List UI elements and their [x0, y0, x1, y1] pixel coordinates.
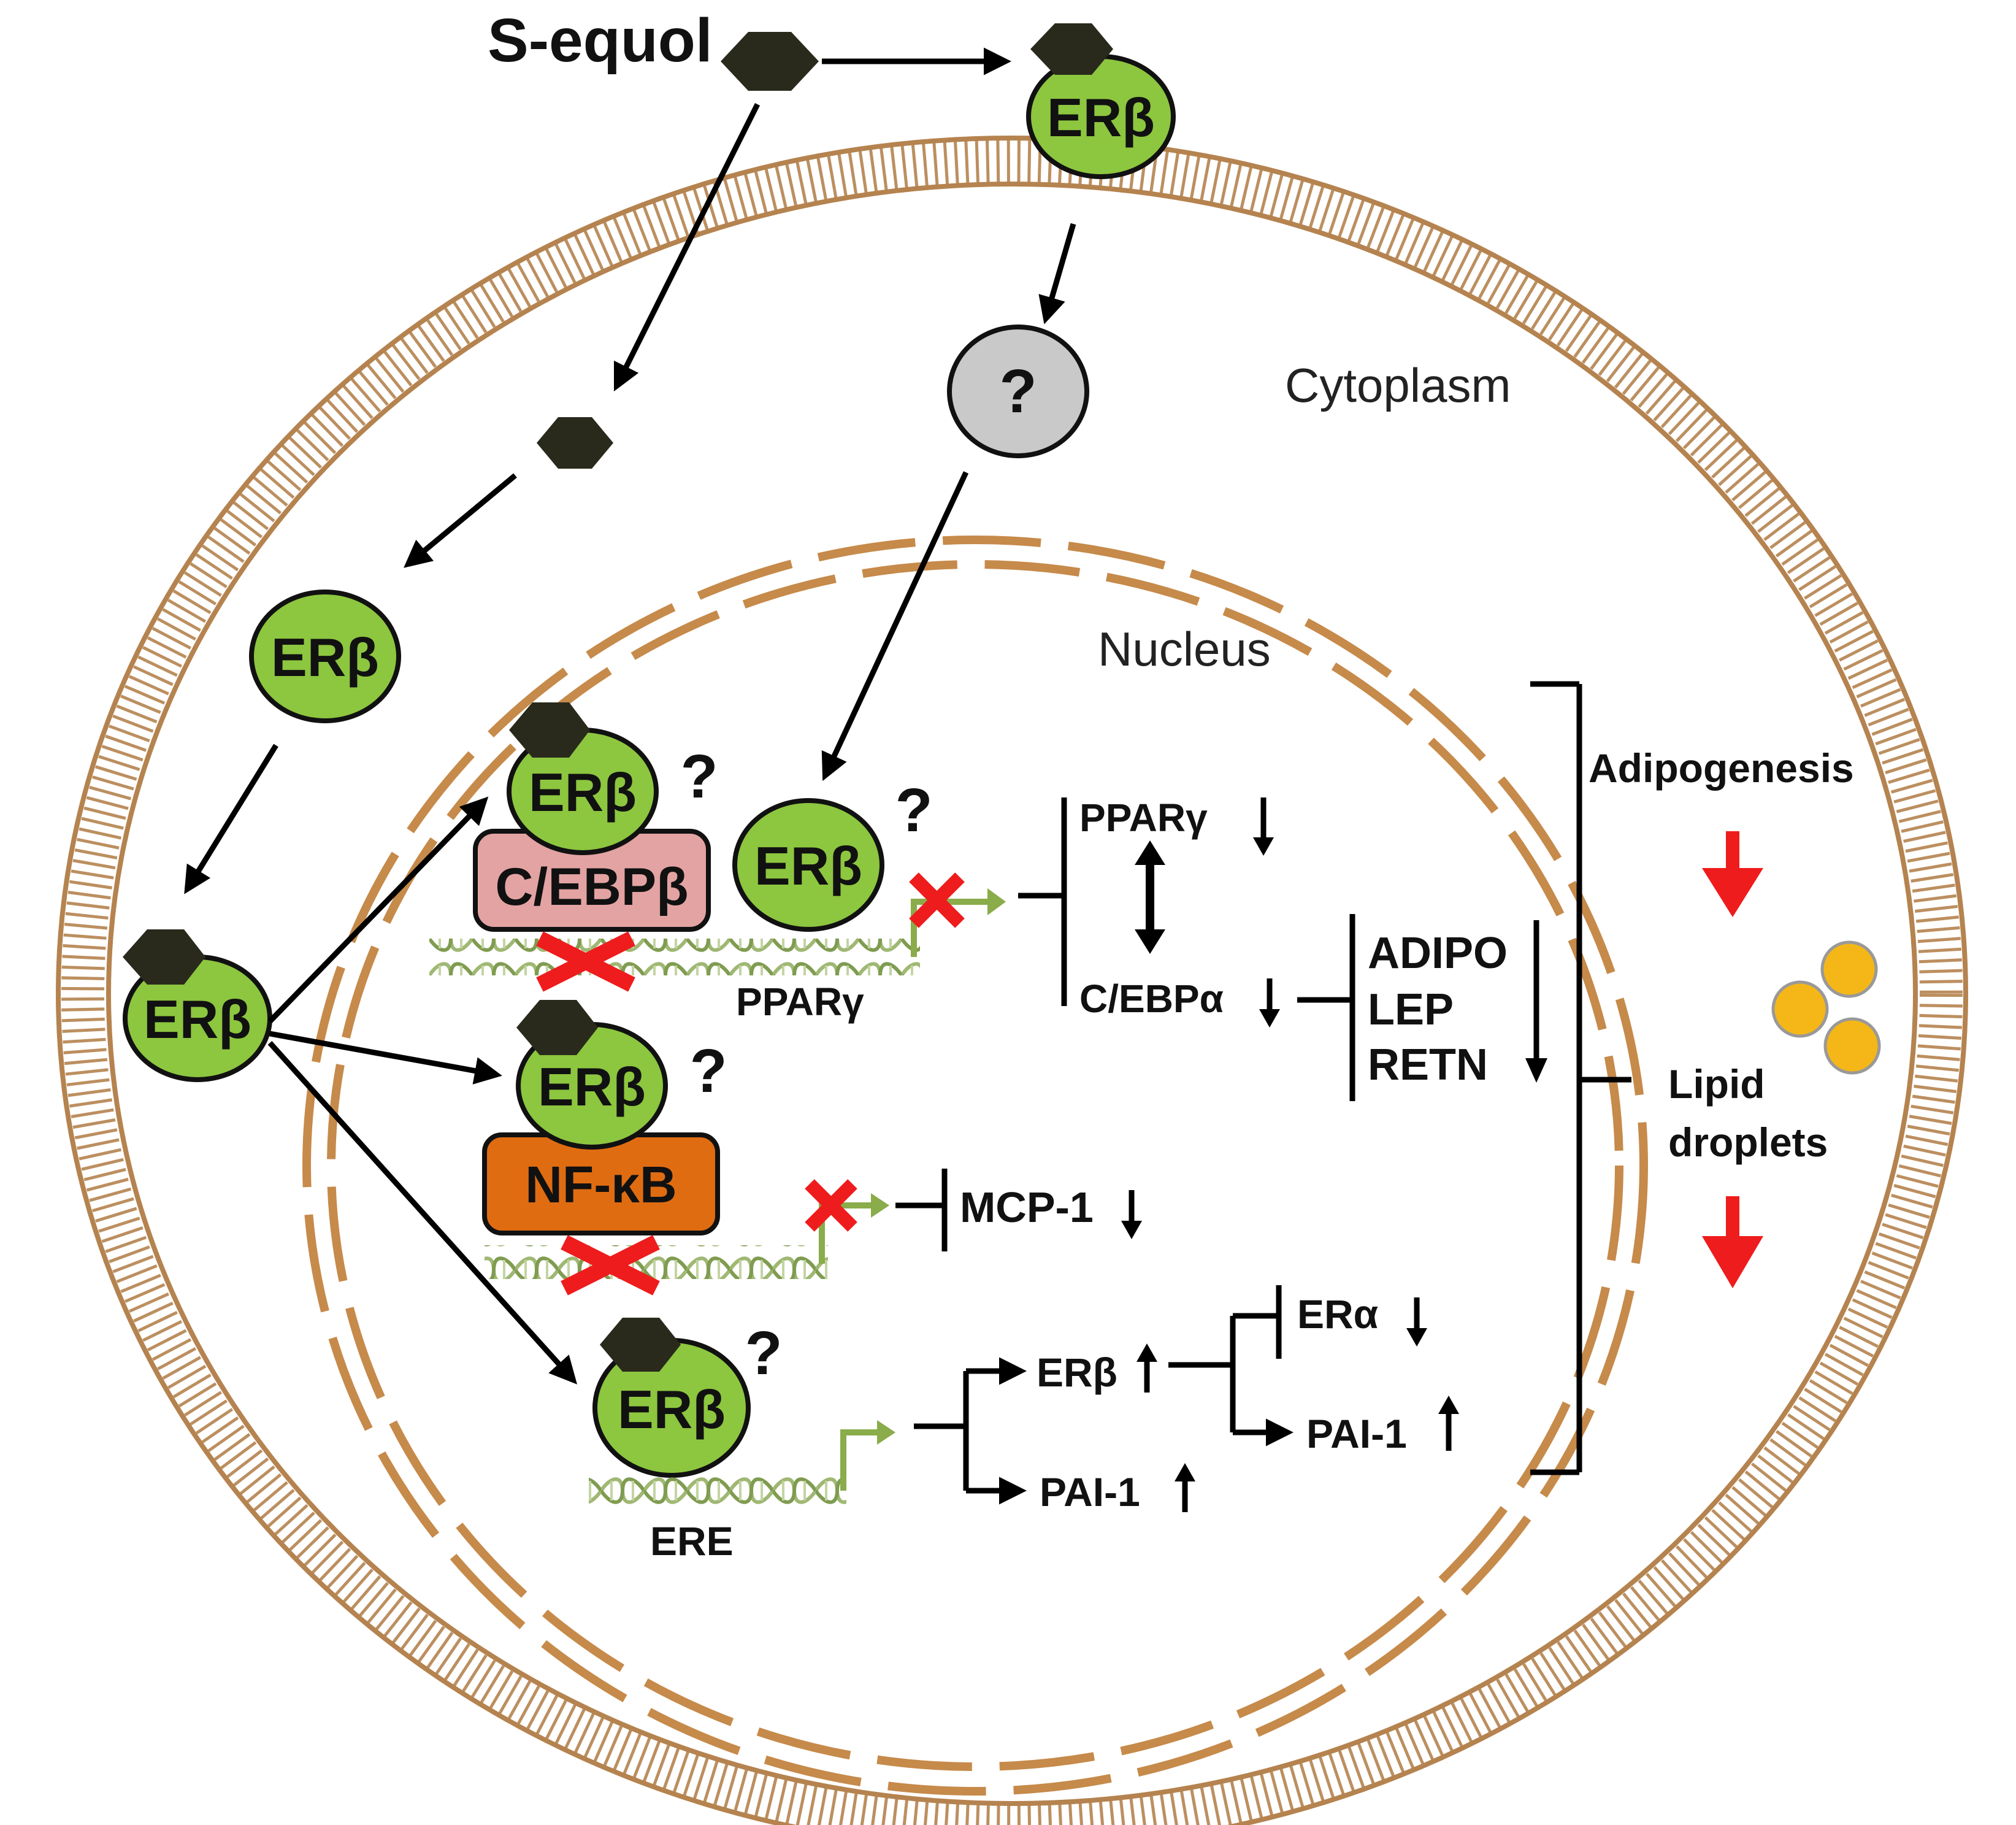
adipogenesis-label: Adipogenesis [1589, 745, 1854, 791]
question-mark: ? [895, 776, 932, 845]
ppar-promoter-dna [429, 939, 920, 975]
nuclear-erb: ERβ ? [732, 776, 933, 932]
erb-label: ERβ [618, 1379, 726, 1440]
pai1-b-up-arrow-icon [1438, 1396, 1459, 1451]
mcp1-label: MCP-1 [960, 1183, 1094, 1231]
nuclear-envelope [302, 536, 1648, 1796]
pai1-label: PAI-1 [1040, 1469, 1140, 1515]
erb-label: ERβ [144, 989, 251, 1050]
lep-label: LEP [1368, 985, 1454, 1034]
pai1-b-label: PAI-1 [1306, 1411, 1407, 1456]
nfkb-label: NF-κB [525, 1156, 676, 1213]
cytoplasmic-ligand-hexagon-icon [537, 417, 613, 469]
lipid-droplets-down-arrow-icon [1702, 1196, 1763, 1288]
arrow-hub-to-nfkb-complex [269, 1031, 502, 1085]
erb-label: ERβ [1047, 87, 1155, 148]
ppar-gene-label: PPARγ [736, 980, 864, 1024]
erb-nfkb-complex: NF-κB ERβ ? [482, 1000, 727, 1235]
lipid-droplets-label-line1: Lipid [1668, 1061, 1765, 1107]
ere-transcription-bent-arrow-icon [840, 1429, 877, 1491]
ere-label: ERE [650, 1518, 734, 1564]
ppar-transcription-bent-arrow-icon [911, 899, 987, 957]
adipogenesis-down-arrow-icon [1702, 831, 1763, 917]
lipid-droplets-label-line2: droplets [1668, 1120, 1828, 1165]
pai1-up-arrow-icon [1175, 1463, 1195, 1512]
cebpa-down-arrow-icon [1259, 978, 1280, 1028]
mcp1-down-arrow-icon [1121, 1190, 1142, 1239]
ligand-hexagon-icon [1030, 23, 1113, 75]
unknown-mediator: ? [947, 325, 1089, 458]
erb-up-label: ERβ [1037, 1350, 1117, 1395]
s-equol-hexagon-icon [721, 32, 819, 91]
erb-label: ERβ [529, 762, 637, 823]
erb-ere-complex: ERβ ? [592, 1318, 783, 1478]
ppar-cebpa-bidirectional-arrow-icon [1135, 840, 1165, 954]
blocked-transcription-red-x-icon [909, 872, 965, 928]
question-mark: ? [680, 742, 718, 811]
membrane-erb-complex: ERβ [1026, 23, 1176, 179]
blocked-binding-red-x-icon [561, 1235, 660, 1296]
ligand-hexagon-icon [516, 1000, 598, 1055]
arrow-erb-to-bound-erb [184, 743, 278, 894]
ligand-hexagon-icon [600, 1318, 681, 1372]
ppar-target-label: PPARγ [1079, 796, 1208, 840]
question-mark: ? [999, 357, 1037, 426]
question-mark: ? [745, 1319, 782, 1388]
erb-label: ERβ [538, 1056, 646, 1117]
free-erb: ERβ [249, 590, 401, 723]
erb-up-arrow-icon [1136, 1343, 1157, 1393]
lipid-droplets-icon [1771, 940, 1881, 1075]
ligand-bound-erb: ERβ [123, 929, 272, 1082]
arrow-unknown-to-nuclear-erb [821, 471, 969, 782]
arrow-hub-to-cebpb-complex [267, 796, 489, 1024]
question-mark: ? [689, 1037, 727, 1105]
nucleus-label: Nucleus [1098, 622, 1271, 676]
ppar-down-arrow-icon [1253, 797, 1274, 856]
outcome-bracket [1530, 681, 1631, 1475]
blocked-transcription-red-x-icon [805, 1179, 857, 1232]
erb-label: ERβ [754, 836, 862, 896]
cytoplasm-label: Cytoplasm [1285, 358, 1511, 412]
arrow-membrane-erb-to-unknown [1038, 223, 1076, 325]
ligand-hexagon-icon [509, 702, 590, 758]
cebpb-label: C/EBPβ [495, 858, 688, 916]
era-label: ERα [1297, 1291, 1378, 1337]
cebpa-label: C/EBPα [1079, 977, 1224, 1021]
ligand-hexagon-icon [123, 929, 205, 985]
retn-label: RETN [1368, 1040, 1488, 1089]
adipo-label: ADIPO [1368, 929, 1508, 978]
s-equol-label: S-equol [488, 6, 713, 75]
arrow-ligand-to-erb [404, 473, 517, 568]
blocked-binding-red-x-icon [536, 931, 635, 992]
erb-cebpb-complex: C/EBPβ ERβ ? [473, 702, 718, 932]
ere-dna [589, 1475, 846, 1509]
erb-label: ERβ [271, 627, 379, 688]
arrow-hub-to-ere-complex [267, 1040, 578, 1385]
adipokines-down-arrow-icon [1525, 920, 1547, 1083]
cell-membrane [56, 136, 1968, 1825]
arrow-equol-into-cell [613, 102, 761, 392]
era-down-arrow-icon [1406, 1297, 1427, 1347]
